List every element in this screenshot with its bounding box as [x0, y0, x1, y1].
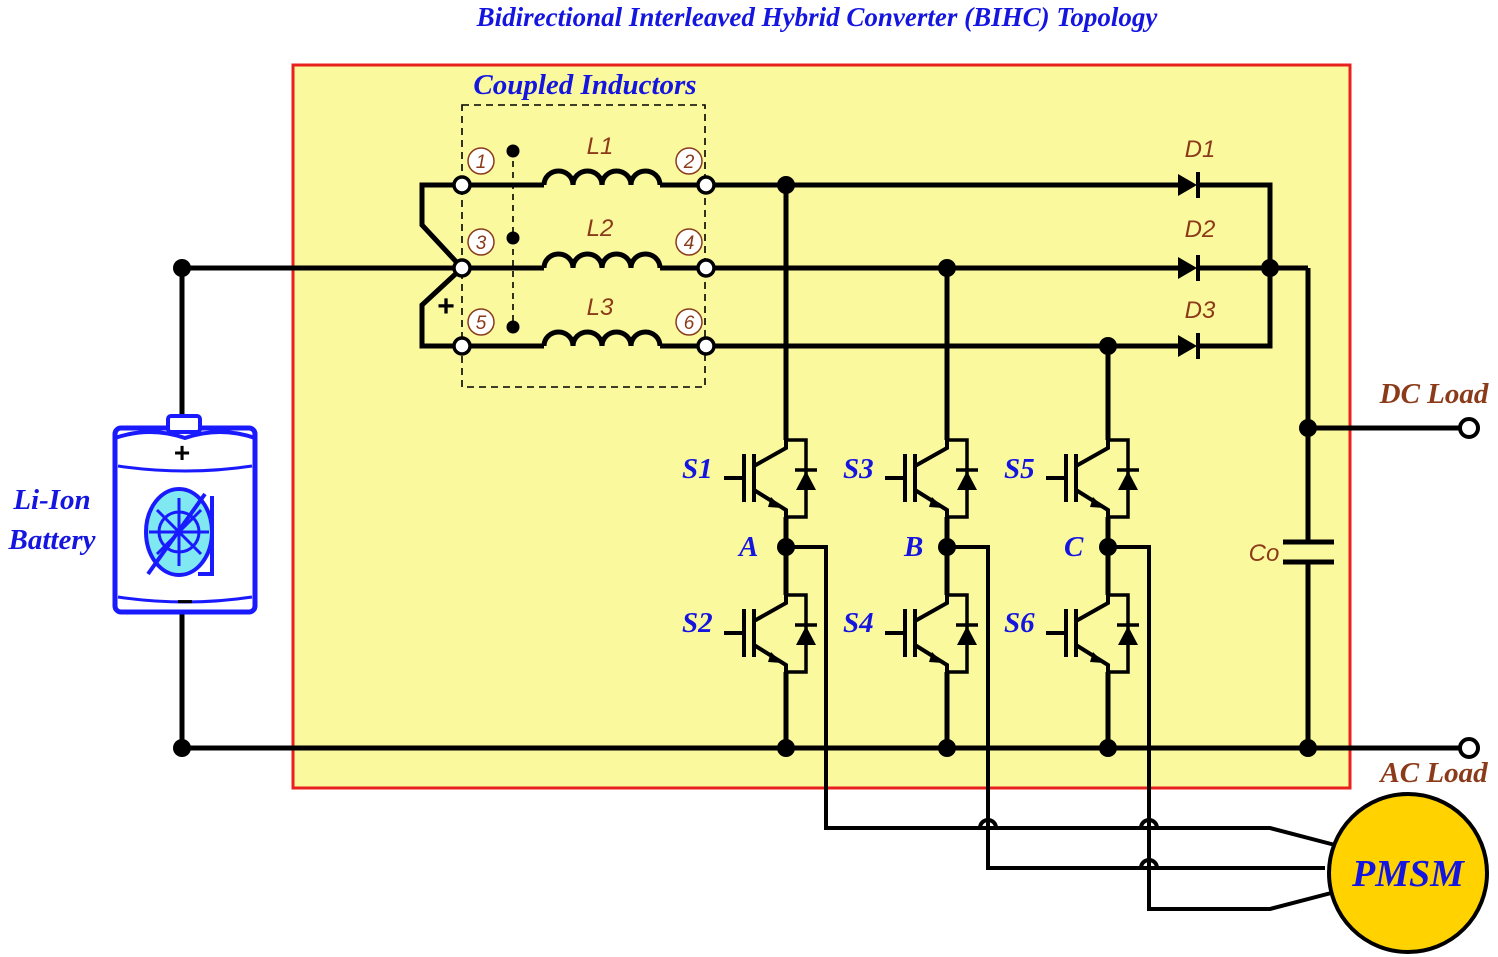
dc-load-label: DC Load [1379, 378, 1489, 410]
ac-load-label: AC Load [1378, 757, 1488, 789]
pin-5: 5 [476, 313, 487, 334]
pin-1: 1 [476, 152, 487, 173]
converter-panel [291, 63, 1352, 790]
switch-label-s2: S2 [682, 607, 713, 639]
switch-label-s5: S5 [1004, 453, 1035, 485]
switch-label-s4: S4 [843, 607, 874, 639]
pin-3: 3 [476, 233, 487, 254]
battery-label-line2: Battery [8, 524, 96, 556]
pmsm-motor [1327, 792, 1489, 954]
capacitor-label: Co [1249, 540, 1280, 567]
battery-label-line1: Li-Ion [12, 484, 90, 516]
inductor-label-l2: L2 [587, 215, 614, 242]
battery-minus: − [177, 586, 193, 617]
phase-label-c: C [1064, 531, 1084, 563]
pin-2: 2 [683, 152, 695, 173]
phase-label-b: B [903, 531, 923, 563]
inductor-label-l3: L3 [587, 294, 614, 321]
dc-load-terminal [1458, 417, 1480, 439]
ac-load-terminal [1458, 737, 1480, 759]
capacitor-co [1283, 539, 1334, 565]
coupled-inductor-box [461, 104, 706, 388]
inductor-label-l1: L1 [587, 133, 614, 160]
diagram-title: Bidirectional Interleaved Hybrid Convert… [476, 2, 1159, 32]
diode-label-d2: D2 [1185, 216, 1216, 243]
wire-crossings [978, 818, 1159, 869]
battery-plus: + [174, 437, 190, 468]
terminals [452, 175, 716, 356]
switch-label-s6: S6 [1004, 607, 1035, 639]
pin-6: 6 [684, 313, 695, 334]
diodes [1178, 172, 1200, 359]
phase-label-a: A [737, 531, 758, 563]
inductor-coils [506, 144, 663, 347]
pmsm-label: PMSM [1351, 853, 1465, 895]
battery-icon [112, 414, 258, 615]
coupled-inductors-label: Coupled Inductors [473, 69, 696, 101]
switch-label-s1: S1 [682, 453, 713, 485]
pin-4: 4 [684, 233, 695, 254]
pin-badges [467, 147, 703, 336]
junction-dots [173, 176, 1317, 757]
diode-label-d1: D1 [1185, 136, 1216, 163]
polarity-plus: + [437, 290, 455, 323]
switch-label-s3: S3 [843, 453, 874, 485]
diode-label-d3: D3 [1185, 297, 1216, 324]
